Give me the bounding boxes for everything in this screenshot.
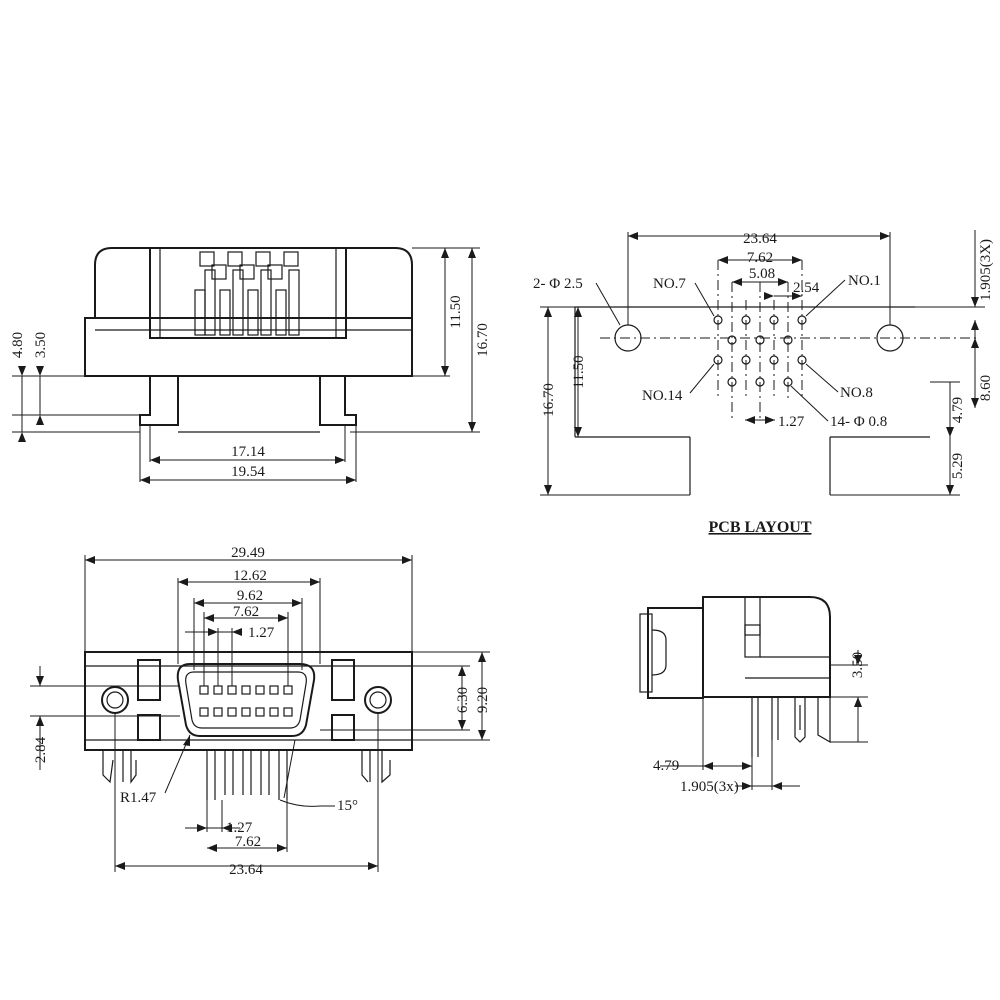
pcb-dim-5-08: 5.08 xyxy=(749,266,775,282)
dim-4-80: 4.80 xyxy=(10,332,26,358)
front-view-pin-contacts xyxy=(199,685,293,717)
front-dim-1-27-bottom: 1.27 xyxy=(226,820,253,836)
pcb-dim-1-905: 1.905(3X) xyxy=(978,239,994,301)
front-dim-9-62: 9.62 xyxy=(237,588,263,604)
front-label-angle: 15° xyxy=(337,798,358,814)
front-dim-29-49: 29.49 xyxy=(231,545,265,561)
side-view-pins xyxy=(751,697,831,757)
front-view-d-shell xyxy=(176,663,316,737)
dim-3-50: 3.50 xyxy=(33,332,49,358)
front-dim-6-30: 6.30 xyxy=(455,687,471,713)
dim-17-14: 17.14 xyxy=(231,444,265,460)
pcb-dim-23-64: 23.64 xyxy=(743,231,777,247)
pcb-label-no1: NO.1 xyxy=(848,273,881,289)
pcb-dim-1-27: 1.27 xyxy=(778,414,805,430)
front-dim-7-62-bottom: 7.62 xyxy=(235,834,261,850)
dim-11-50: 11.50 xyxy=(448,295,464,328)
front-view-pins-below xyxy=(102,750,391,800)
pcb-dim-11-50: 11.50 xyxy=(571,355,587,388)
pcb-dim-2-54: 2.54 xyxy=(793,280,820,296)
pcb-layout-title: PCB LAYOUT xyxy=(709,519,812,536)
front-dim-7-62-top: 7.62 xyxy=(233,604,259,620)
top-view-pins xyxy=(194,251,300,336)
pcb-dim-4-79: 4.79 xyxy=(950,397,966,423)
front-view-bracket-left xyxy=(137,659,161,701)
side-dim-4-79: 4.79 xyxy=(653,758,679,774)
pcb-dim-5-29: 5.29 xyxy=(950,453,966,479)
top-view-housing xyxy=(94,247,413,318)
pcb-label-pin-holes: 14- Φ 0.8 xyxy=(830,414,887,430)
side-view-body xyxy=(702,596,831,698)
pcb-layout: 23.64 7.62 5.08 2.54 1.27 2- Φ 2.5 NO.7 … xyxy=(533,230,994,536)
side-dim-3-50: 3.50 xyxy=(850,652,866,678)
front-dim-1-27-top: 1.27 xyxy=(248,625,275,641)
front-dim-9-20: 9.20 xyxy=(475,687,491,713)
pcb-dim-7-62: 7.62 xyxy=(747,250,773,266)
front-view-hole-left xyxy=(101,686,129,714)
top-view-legs xyxy=(139,376,357,426)
front-view-flange xyxy=(84,651,413,751)
pcb-label-mount-holes: 2- Φ 2.5 xyxy=(533,276,583,292)
top-view: 11.50 16.70 4.80 3.50 17.14 19.54 xyxy=(10,247,491,484)
dim-19-54: 19.54 xyxy=(231,464,265,480)
top-view-center-block xyxy=(149,247,347,339)
dim-16-70: 16.70 xyxy=(475,323,491,357)
front-dim-23-64: 23.64 xyxy=(229,862,263,878)
front-view: 29.49 12.62 9.62 7.62 1.27 6.30 xyxy=(30,545,491,878)
pcb-label-no14: NO.14 xyxy=(642,388,683,404)
pcb-dim-8-60: 8.60 xyxy=(978,375,994,401)
pcb-label-no7: NO.7 xyxy=(653,276,686,292)
pcb-label-no8: NO.8 xyxy=(840,385,873,401)
front-view-hole-right xyxy=(364,686,392,714)
front-view-bracket-right xyxy=(331,659,355,701)
side-dim-1-905: 1.905(3x) xyxy=(680,779,739,795)
front-dim-2-84: 2.84 xyxy=(33,736,49,763)
front-label-radius: R1.47 xyxy=(120,790,157,806)
front-dim-12-62: 12.62 xyxy=(233,568,267,584)
side-view: 3.50 4.79 1.905(3x) xyxy=(639,596,868,795)
side-view-face xyxy=(647,607,704,699)
pcb-dim-16-70: 16.70 xyxy=(541,383,557,417)
